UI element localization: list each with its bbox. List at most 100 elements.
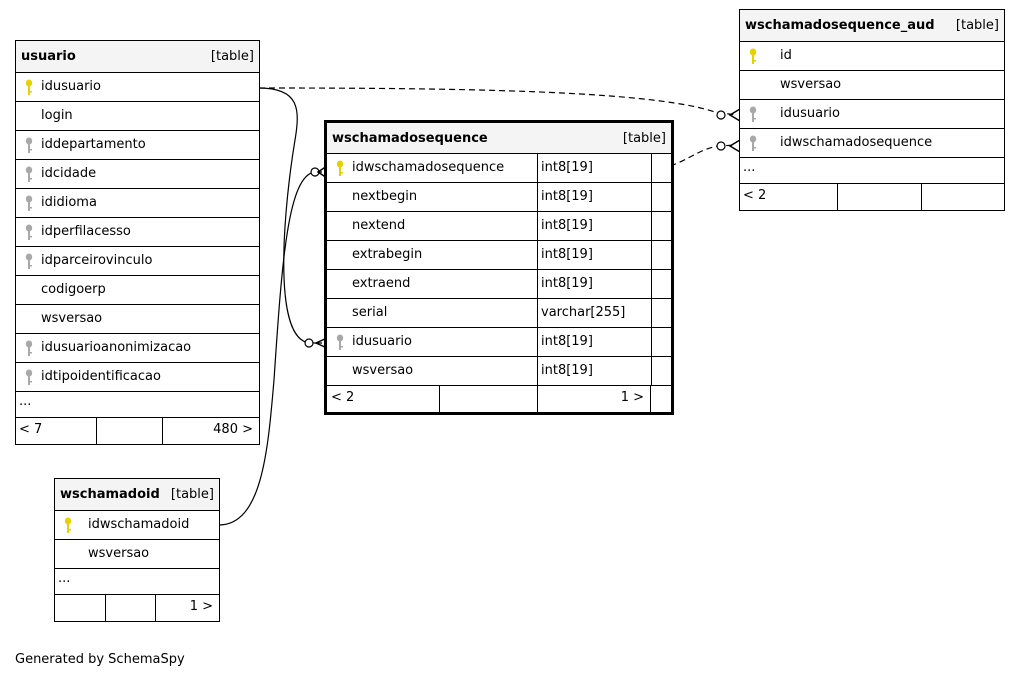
column-name: idperfilacesso bbox=[41, 224, 131, 239]
column-row[interactable]: idusuario int8[19] bbox=[327, 328, 671, 357]
column-name: idwschamadosequence bbox=[352, 160, 505, 175]
column-row[interactable]: login bbox=[16, 102, 259, 131]
foreign-key-icon bbox=[25, 340, 33, 356]
column-type: int8[19] bbox=[537, 328, 652, 356]
table-wschamadosequence_aud[interactable]: wschamadosequence_aud [table] id wsversao… bbox=[739, 9, 1005, 211]
column-list: idwschamadosequence int8[19] nextbegin int8… bbox=[327, 154, 671, 386]
table-tag: [table] bbox=[210, 49, 254, 64]
more-columns: ... bbox=[19, 394, 32, 409]
edge-crowfoot-marker bbox=[728, 139, 741, 153]
column-row[interactable]: wsversao bbox=[55, 540, 219, 569]
column-name: login bbox=[41, 108, 73, 123]
children-count[interactable]: 480 > bbox=[162, 418, 259, 444]
table-wschamadosequence[interactable]: wschamadosequence [table] idwschamadoseq… bbox=[324, 120, 674, 415]
table-name: wschamadosequence_aud bbox=[745, 18, 935, 33]
footer-cell bbox=[837, 184, 921, 210]
column-name: wsversao bbox=[41, 311, 103, 326]
table-header[interactable]: wschamadoid [table] bbox=[55, 479, 219, 511]
primary-key-icon bbox=[25, 79, 33, 95]
column-row[interactable]: iddepartamento bbox=[16, 131, 259, 160]
edge-usuario-wschamadosequence_aud bbox=[258, 87, 737, 116]
column-row[interactable]: idparceirovinculo bbox=[16, 247, 259, 276]
children-count[interactable]: 1 > bbox=[537, 386, 650, 412]
generated-by-label: Generated by SchemaSpy bbox=[15, 652, 185, 667]
table-usuario[interactable]: usuario [table] idusuario login iddepartam… bbox=[15, 40, 260, 445]
table-footer: < 2 bbox=[740, 184, 1004, 210]
column-list: idusuario login iddepartamento idcidade idid… bbox=[16, 73, 259, 392]
column-name: id bbox=[780, 48, 792, 63]
column-row[interactable]: idwschamadosequence int8[19] bbox=[327, 154, 671, 183]
column-type: int8[19] bbox=[537, 241, 652, 269]
table-name: wschamadosequence bbox=[332, 131, 488, 146]
children-count[interactable]: 1 > bbox=[155, 595, 219, 621]
edge-usuario-wschamadosequence bbox=[258, 87, 322, 344]
foreign-key-icon bbox=[25, 195, 33, 211]
foreign-key-icon bbox=[749, 106, 757, 122]
column-type: int8[19] bbox=[537, 154, 652, 182]
footer-cell bbox=[439, 386, 537, 412]
column-type: int8[19] bbox=[537, 212, 652, 240]
footer-cell bbox=[105, 595, 155, 621]
column-row[interactable]: idwschamadosequence bbox=[740, 129, 1004, 158]
column-row[interactable]: ididioma bbox=[16, 189, 259, 218]
column-name: serial bbox=[352, 305, 388, 320]
table-header[interactable]: wschamadosequence_aud [table] bbox=[740, 10, 1004, 42]
column-row[interactable]: idtipoidentificacao bbox=[16, 363, 259, 392]
primary-key-icon bbox=[749, 48, 757, 64]
foreign-key-icon bbox=[25, 253, 33, 269]
foreign-key-icon bbox=[25, 137, 33, 153]
column-row[interactable]: nextbegin int8[19] bbox=[327, 183, 671, 212]
column-type: int8[19] bbox=[537, 270, 652, 298]
column-row[interactable]: idwschamadoid bbox=[55, 511, 219, 540]
column-row[interactable]: wsversao bbox=[740, 71, 1004, 100]
foreign-key-icon bbox=[749, 135, 757, 151]
foreign-key-icon bbox=[25, 369, 33, 385]
column-name: idusuarioanonimizacao bbox=[41, 340, 192, 355]
column-type: varchar[255] bbox=[537, 299, 652, 327]
column-list: id wsversao idusuario idwschamadosequence bbox=[740, 42, 1004, 158]
foreign-key-icon bbox=[25, 224, 33, 240]
column-row[interactable]: idcidade bbox=[16, 160, 259, 189]
column-name: ididioma bbox=[41, 195, 97, 210]
column-name: iddepartamento bbox=[41, 137, 146, 152]
primary-key-icon bbox=[64, 517, 72, 533]
table-header[interactable]: wschamadosequence [table] bbox=[327, 123, 671, 154]
table-header[interactable]: usuario [table] bbox=[16, 41, 259, 73]
footer-cell bbox=[96, 418, 162, 444]
parents-count[interactable]: < 2 bbox=[331, 390, 355, 405]
column-name: idusuario bbox=[352, 334, 412, 349]
column-name: codigoerp bbox=[41, 282, 106, 297]
column-name: nextbegin bbox=[352, 189, 418, 204]
column-name: wsversao bbox=[780, 77, 842, 92]
table-tag: [table] bbox=[622, 131, 666, 146]
table-footer: 1 > bbox=[55, 595, 219, 621]
foreign-key-icon bbox=[336, 334, 344, 350]
column-type: int8[19] bbox=[537, 183, 652, 211]
edge-optional-marker bbox=[716, 110, 726, 120]
column-row[interactable]: id bbox=[740, 42, 1004, 71]
parents-count[interactable]: < 2 bbox=[743, 188, 767, 203]
column-row[interactable]: idusuario bbox=[740, 100, 1004, 129]
more-columns: ... bbox=[743, 160, 756, 175]
column-name: idusuario bbox=[780, 106, 840, 121]
more-columns-row: ... bbox=[740, 158, 1004, 184]
table-footer: < 7 480 > bbox=[16, 418, 259, 444]
column-row[interactable]: serial varchar[255] bbox=[327, 299, 671, 328]
column-row[interactable]: wsversao bbox=[16, 305, 259, 334]
table-name: wschamadoid bbox=[60, 487, 160, 502]
parents-count[interactable]: < 7 bbox=[19, 422, 43, 437]
footer-cell bbox=[921, 184, 1004, 210]
table-tag: [table] bbox=[955, 18, 999, 33]
edge-optional-marker bbox=[716, 141, 726, 151]
column-row[interactable]: idperfilacesso bbox=[16, 218, 259, 247]
column-row[interactable]: idusuario bbox=[16, 73, 259, 102]
edge-wschamadoid-wschamadosequence bbox=[218, 171, 322, 526]
column-row[interactable]: codigoerp bbox=[16, 276, 259, 305]
edge-optional-marker bbox=[304, 338, 314, 348]
column-row[interactable]: idusuarioanonimizacao bbox=[16, 334, 259, 363]
